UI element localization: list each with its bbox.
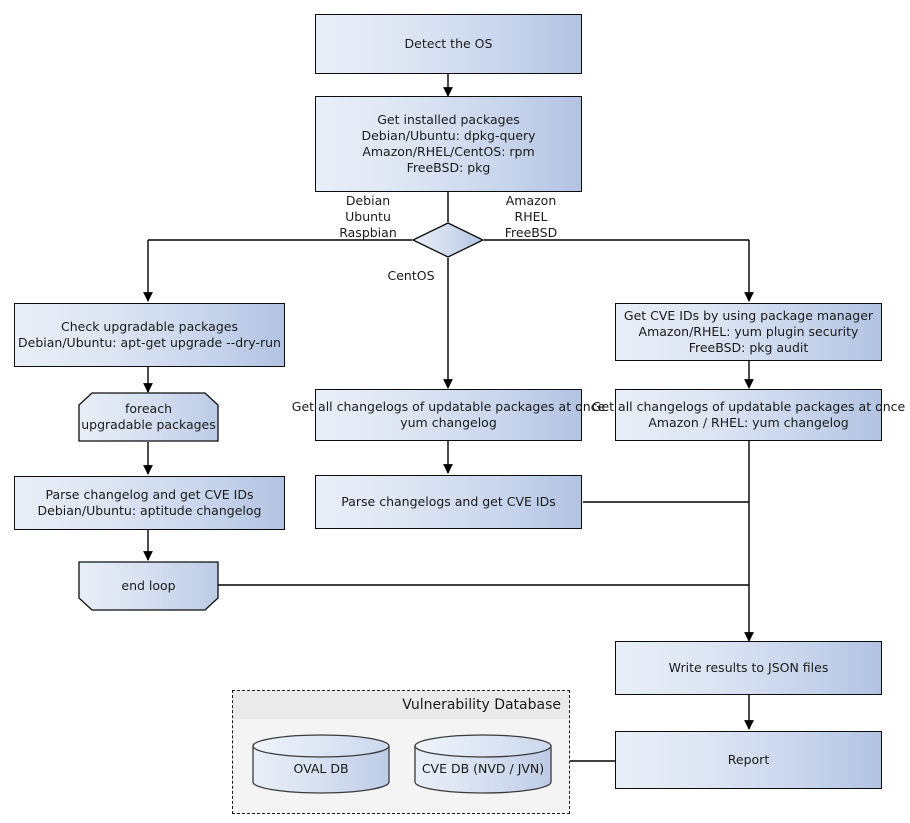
line-1: Check upgradable packages bbox=[61, 319, 238, 334]
loop-start-shape bbox=[78, 392, 219, 442]
node-report-label: Report bbox=[727, 752, 770, 767]
node-get-changelogs-rhel[interactable]: Get all changelogs of updatable packages… bbox=[592, 389, 905, 441]
line-1: Get all changelogs of updatable packages… bbox=[291, 399, 606, 414]
group-vulnerability-database-title-bar: Vulnerability Database bbox=[233, 691, 569, 719]
node-write-results-json-label: Write results to JSON files bbox=[668, 660, 829, 675]
node-parse-changelogs-centos-label: Parse changelogs and get CVE IDs bbox=[341, 494, 556, 509]
node-end-loop-label: end loop bbox=[121, 578, 176, 593]
node-report[interactable]: Report bbox=[615, 731, 882, 789]
line-1: foreach bbox=[124, 401, 173, 416]
line-3: FreeBSD: pkg audit bbox=[688, 340, 809, 355]
line-1: Get all changelogs of updatable packages… bbox=[591, 399, 906, 414]
group-vulnerability-database-title: Vulnerability Database bbox=[402, 697, 561, 713]
line-2: Debian/Ubuntu: apt-get upgrade --dry-run bbox=[18, 335, 281, 350]
line-2: upgradable packages bbox=[81, 417, 216, 432]
node-os-decision[interactable] bbox=[412, 222, 484, 258]
loop-end-shape bbox=[78, 561, 219, 611]
line-1: Get CVE IDs by using package manager bbox=[623, 308, 874, 323]
line-2: yum changelog bbox=[400, 415, 497, 430]
line-3: Raspbian bbox=[339, 225, 397, 240]
line-3: FreeBSD bbox=[504, 225, 558, 240]
line-2: Debian/Ubuntu: aptitude changelog bbox=[37, 503, 262, 518]
node-get-changelogs-centos-label: Get all changelogs of updatable packages… bbox=[292, 399, 605, 431]
node-oval-db[interactable]: OVAL DB bbox=[251, 733, 391, 795]
node-get-cve-ids-package-manager[interactable]: Get CVE IDs by using package manager Ama… bbox=[615, 303, 882, 361]
node-get-installed-packages[interactable]: Get installed packages Debian/Ubuntu: dp… bbox=[315, 96, 582, 192]
line-3: Amazon/RHEL/CentOS: rpm bbox=[362, 144, 535, 159]
line-2: Ubuntu bbox=[345, 209, 391, 224]
line-2: RHEL bbox=[514, 209, 548, 224]
node-parse-changelogs-centos[interactable]: Parse changelogs and get CVE IDs bbox=[315, 475, 582, 529]
node-detect-the-os[interactable]: Detect the OS bbox=[315, 14, 582, 74]
line-4: FreeBSD: pkg bbox=[406, 160, 491, 175]
line-2: Amazon / RHEL: yum changelog bbox=[648, 415, 849, 430]
database-cylinder-icon bbox=[252, 734, 390, 794]
edge-label-right-branch: Amazon RHEL FreeBSD bbox=[486, 193, 576, 241]
edge-label-center-branch: CentOS bbox=[378, 268, 444, 284]
node-foreach-loop-start[interactable]: foreach upgradable packages bbox=[78, 392, 219, 442]
node-detect-the-os-label: Detect the OS bbox=[404, 36, 493, 51]
node-end-loop[interactable]: end loop bbox=[78, 561, 219, 611]
database-cylinder-icon bbox=[414, 734, 552, 794]
line-2: Amazon/RHEL: yum plugin security bbox=[638, 324, 859, 339]
node-get-installed-packages-label: Get installed packages Debian/Ubuntu: dp… bbox=[361, 112, 535, 176]
line-1: Get installed packages bbox=[377, 112, 520, 127]
node-check-upgradable-packages[interactable]: Check upgradable packages Debian/Ubuntu:… bbox=[14, 303, 285, 367]
node-cve-db[interactable]: CVE DB (NVD / JVN) bbox=[413, 733, 553, 795]
node-parse-changelog-debian[interactable]: Parse changelog and get CVE IDs Debian/U… bbox=[14, 476, 285, 530]
edge-label-left-branch: Debian Ubuntu Raspbian bbox=[323, 193, 413, 241]
group-vulnerability-database: Vulnerability Database bbox=[232, 690, 570, 814]
diamond-shape bbox=[412, 222, 484, 258]
line-1: Parse changelog and get CVE IDs bbox=[45, 487, 254, 502]
line-2: Debian/Ubuntu: dpkg-query bbox=[361, 128, 536, 143]
node-parse-changelog-debian-label: Parse changelog and get CVE IDs Debian/U… bbox=[38, 487, 262, 519]
node-get-changelogs-rhel-label: Get all changelogs of updatable packages… bbox=[592, 399, 905, 431]
node-oval-db-label: OVAL DB bbox=[293, 760, 349, 776]
line-1: Debian bbox=[345, 193, 391, 208]
line-1: CentOS bbox=[387, 268, 435, 283]
line-1: Amazon bbox=[505, 193, 557, 208]
node-get-cve-ids-package-manager-label: Get CVE IDs by using package manager Ama… bbox=[624, 308, 873, 356]
node-write-results-json[interactable]: Write results to JSON files bbox=[615, 641, 882, 695]
node-foreach-loop-start-label: foreach upgradable packages bbox=[78, 392, 219, 442]
node-cve-db-label: CVE DB (NVD / JVN) bbox=[421, 760, 545, 776]
node-get-changelogs-centos[interactable]: Get all changelogs of updatable packages… bbox=[292, 389, 605, 441]
node-os-decision-label bbox=[412, 222, 484, 258]
node-check-upgradable-packages-label: Check upgradable packages Debian/Ubuntu:… bbox=[18, 319, 281, 351]
